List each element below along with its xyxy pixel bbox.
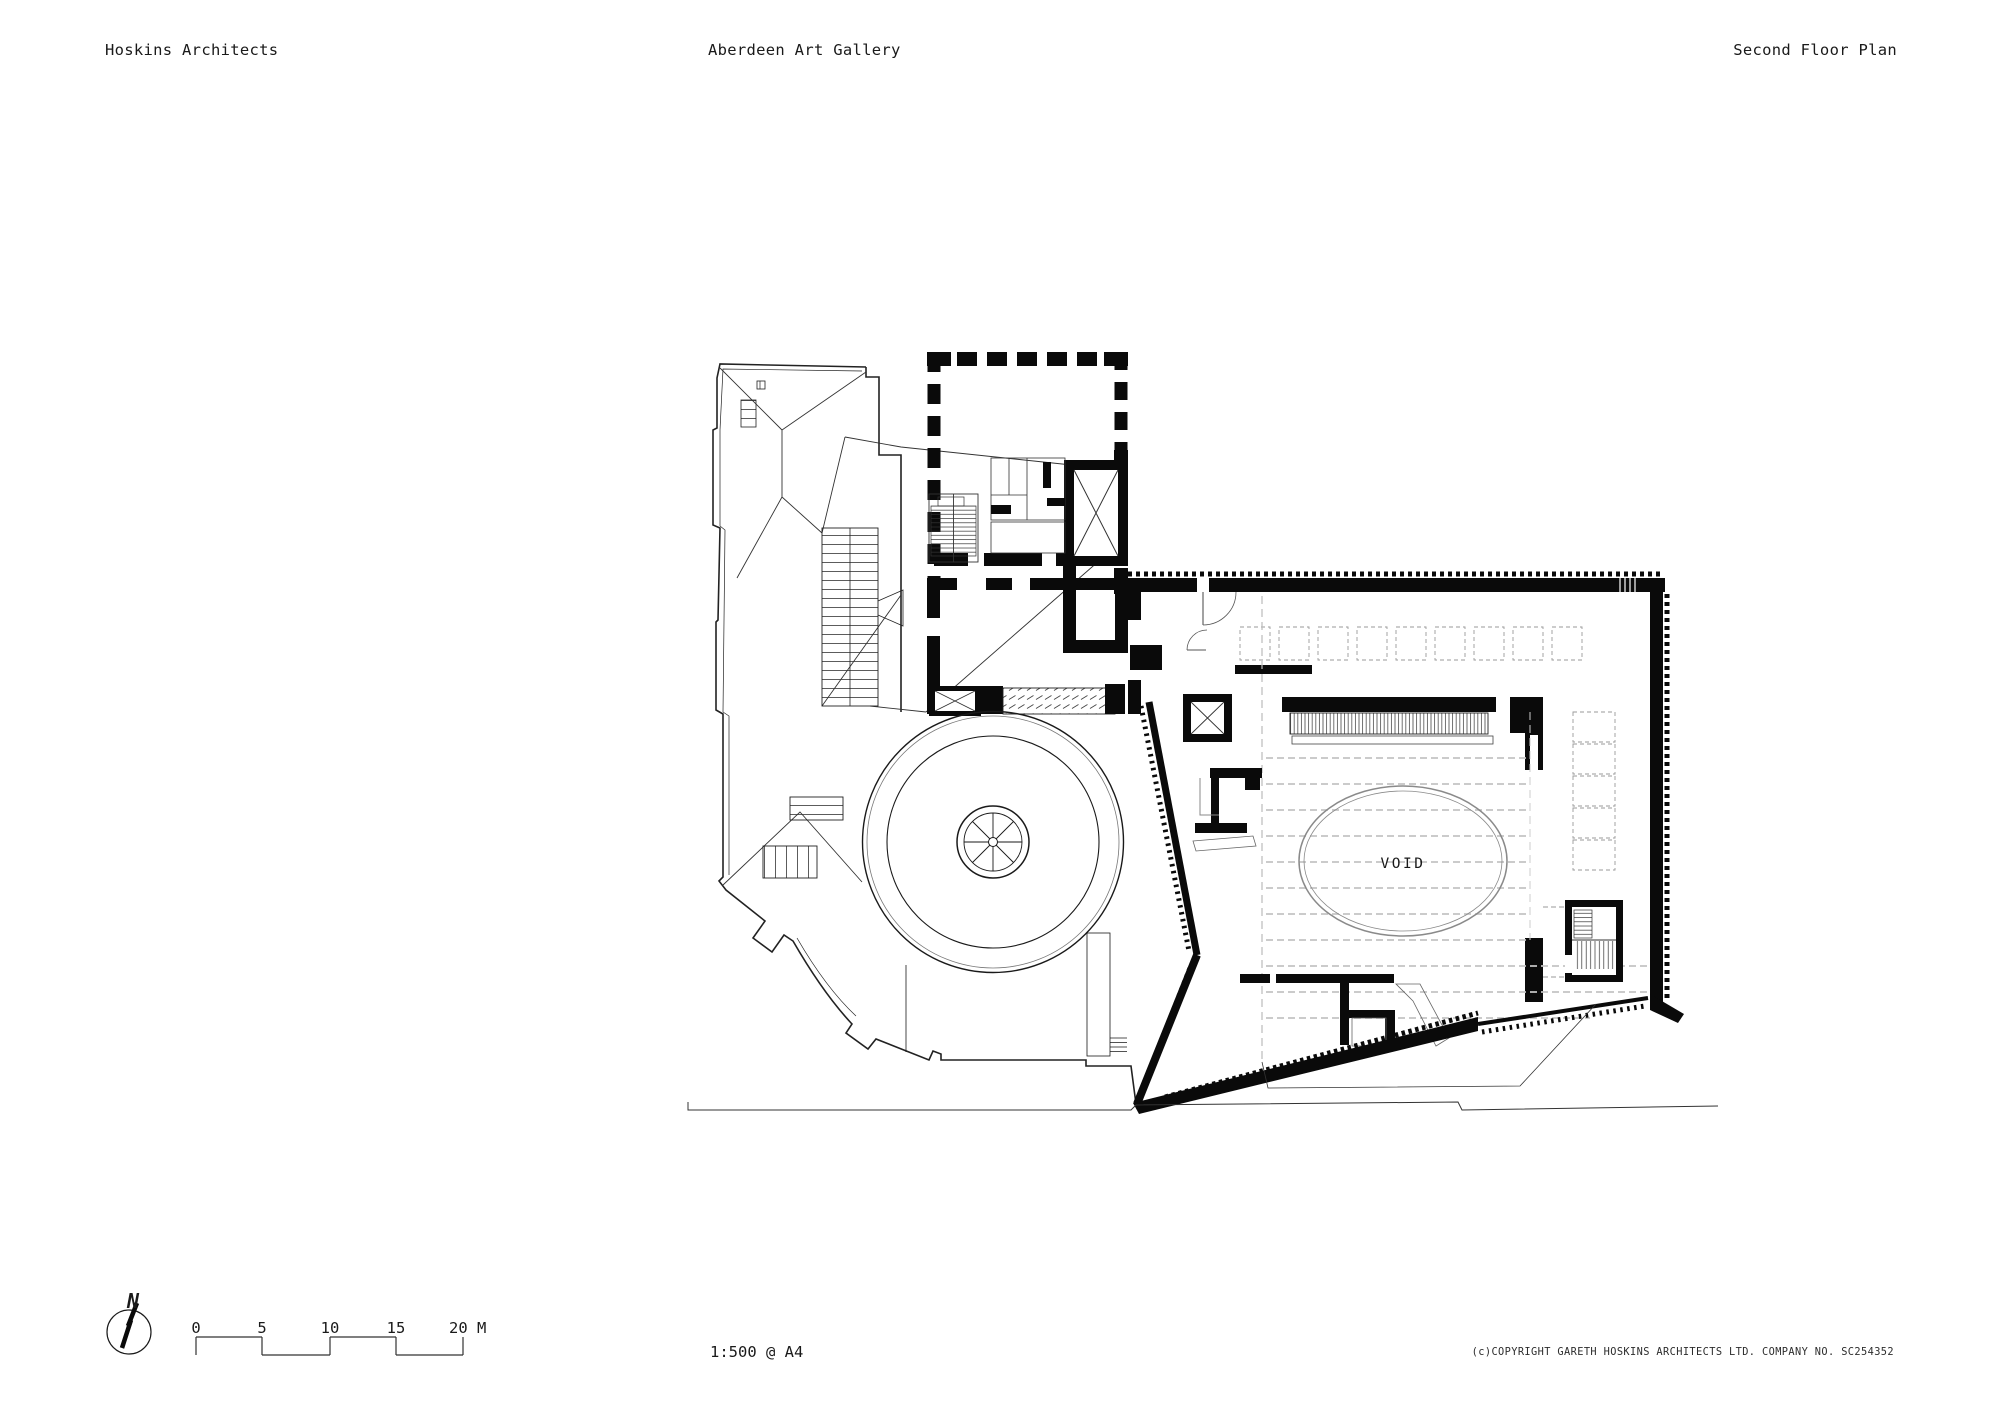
link-plant-zone [929,684,1125,716]
copyright-text: (c)COPYRIGHT GARETH HOSKINS ARCHITECTS L… [1471,1346,1894,1358]
rotunda-dome [861,710,1127,1057]
project-title: Aberdeen Art Gallery [708,41,901,59]
service-room [1192,768,1262,852]
architect-name: Hoskins Architects [105,41,279,59]
tower-stair [928,493,979,563]
skylight-monitor [1282,697,1543,745]
north-needle-icon [119,1302,140,1349]
north-tower-block [927,352,1128,714]
drawing-title: Second Floor Plan [1733,41,1897,59]
north-arrow: N [106,1289,152,1355]
scale-tick-20: 20 M [449,1319,486,1337]
gallery-doors [1186,591,1237,651]
west-angled-wall [1133,701,1201,1106]
link-elevator [929,686,981,716]
scale-text: 1:500 @ A4 [710,1343,804,1361]
scale-tick-15: 15 [387,1319,406,1337]
gallery-elevator [1183,694,1232,742]
dome-oculus [956,805,1030,879]
rooflight-grid [1239,626,1616,871]
tower-elevator [1064,460,1128,566]
scale-tick-10: 10 [321,1319,340,1337]
scale-tick-5: 5 [257,1319,266,1337]
wc-rooms [990,457,1066,554]
void-opening [1298,785,1508,937]
void-label: VOID [1381,856,1426,872]
scale-bar: 0 5 10 15 20 M [191,1319,486,1356]
south-facade-wall [1133,996,1649,1114]
north-label: N [126,1289,140,1313]
scale-tick-0: 0 [191,1319,200,1337]
main-gallery: VOID [687,571,1719,1114]
historic-building-roof [712,363,1137,1105]
site-boundary [687,1003,1719,1111]
southeast-stair [1565,900,1623,982]
plant-louvre [1002,684,1125,715]
